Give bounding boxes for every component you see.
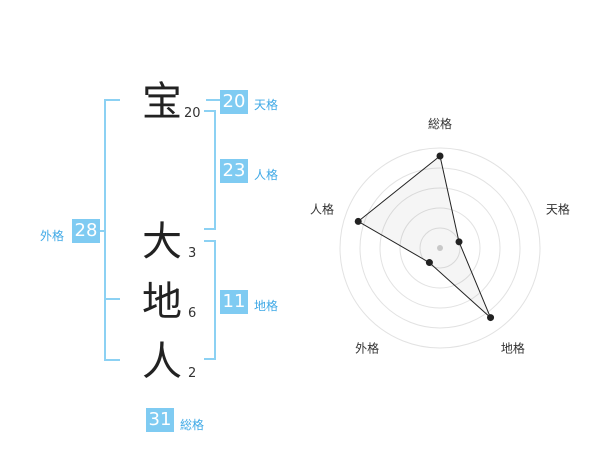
radar-ring (419, 227, 461, 269)
stroke-count-4: 2 (188, 366, 197, 381)
name-char-4: 人 (142, 339, 182, 385)
stroke-count-1: 20 (184, 106, 201, 121)
soukaku-badge: 31 (146, 408, 174, 432)
name-char-3: 地 (142, 279, 182, 325)
radar-point (436, 152, 444, 160)
radar-point (487, 314, 495, 322)
gaikaku-label: 外格 (40, 229, 65, 243)
tenkaku-bracket (206, 99, 222, 101)
radar-center (437, 245, 443, 251)
radar-axis-label: 外格 (355, 340, 379, 355)
radar-axis-label: 地格 (501, 340, 525, 355)
radar-point (425, 259, 433, 267)
gaikaku-connector (100, 230, 106, 232)
jinkaku-bracket (204, 110, 216, 230)
radar-shape (357, 155, 491, 318)
jinkaku-label: 人格 (254, 168, 279, 182)
gaikaku-badge: 28 (72, 219, 100, 243)
radar-axis-label: 天格 (546, 202, 570, 217)
tenkaku-label: 天格 (254, 98, 279, 112)
jinkaku-badge: 23 (220, 159, 248, 183)
radar-rings (339, 147, 541, 349)
chikaku-bracket (204, 240, 216, 360)
radar-axis-label: 総格 (428, 116, 452, 131)
radar-ring (359, 167, 521, 329)
stroke-count-2: 3 (188, 246, 197, 261)
soukaku-label: 総格 (180, 418, 205, 432)
gaikaku-bracket-tick (104, 298, 120, 300)
radar-ring (379, 187, 501, 309)
gaikaku-bracket (104, 99, 120, 361)
name-char-1: 宝 (142, 79, 182, 125)
radar-point (354, 217, 362, 225)
radar-ring (339, 147, 541, 349)
name-char-2: 大 (142, 219, 182, 265)
tenkaku-badge: 20 (220, 90, 248, 114)
radar-ring (399, 207, 481, 289)
chikaku-badge: 11 (220, 290, 248, 314)
chikaku-label: 地格 (254, 299, 279, 313)
stroke-count-3: 6 (188, 306, 197, 321)
radar-axis-label: 人格 (310, 202, 334, 217)
radar-point (455, 238, 463, 246)
radar-points (354, 152, 495, 322)
